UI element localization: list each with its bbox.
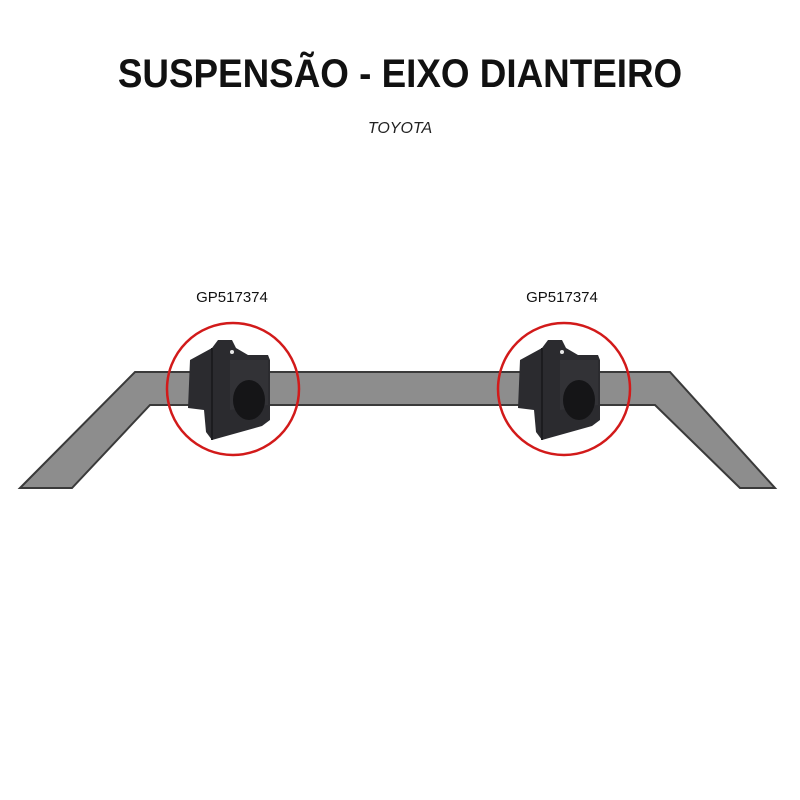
stabilizer-bushing-icon-left bbox=[188, 340, 270, 440]
page-title: SUSPENSÃO - EIXO DIANTEIRO bbox=[117, 52, 683, 96]
brand-subtitle: TOYOTA bbox=[367, 120, 433, 137]
highlight-circle-left bbox=[165, 321, 301, 457]
stabilizer-bar bbox=[17, 371, 778, 489]
stabilizer-bushing-icon-right bbox=[518, 340, 600, 440]
highlight-circle-right bbox=[496, 321, 632, 457]
part-code-left: GP517374 bbox=[196, 289, 268, 306]
part-code-right: GP517374 bbox=[526, 289, 598, 306]
